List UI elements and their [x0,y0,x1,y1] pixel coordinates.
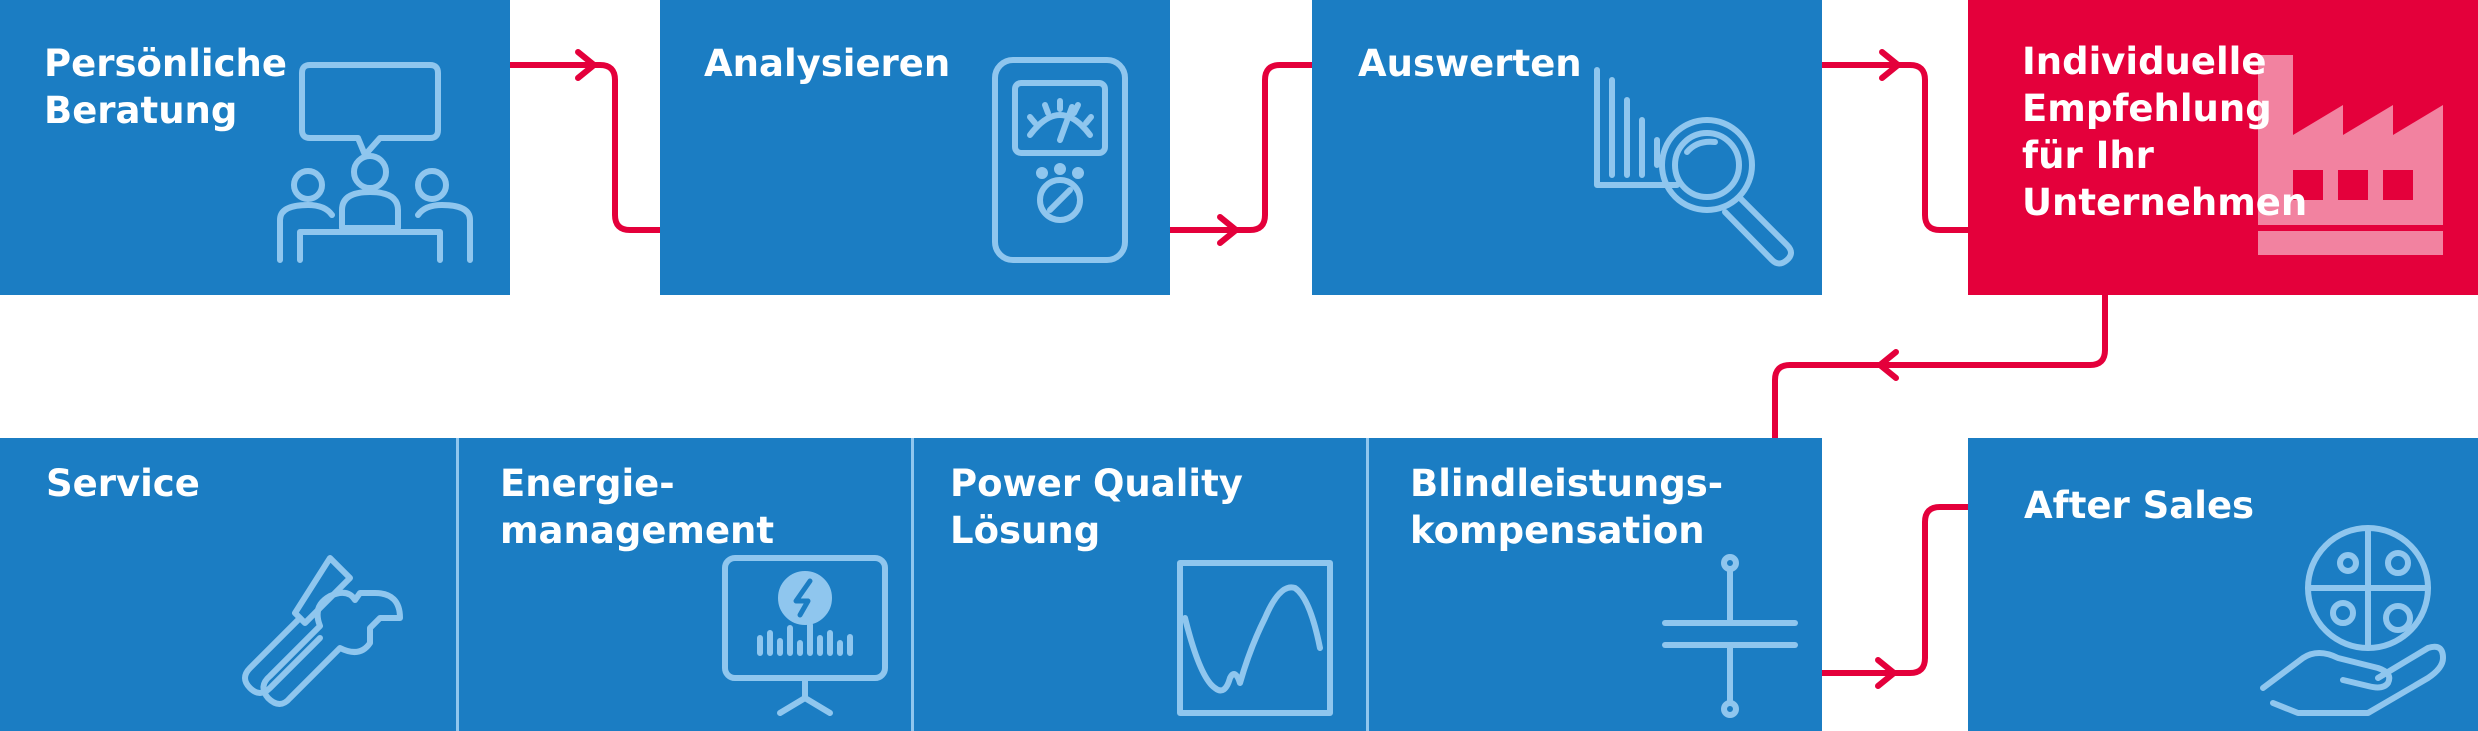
arrowhead-2 [1217,214,1239,246]
divider [1366,438,1369,731]
hand-puzzle-icon [2258,518,2448,718]
step-after-sales: After Sales [1968,438,2478,731]
tools-icon [230,548,410,718]
solution-label-blindleistung: Blindleistungs- kompensation [1410,462,1724,552]
connector-analysieren-auswerten [1167,62,1321,233]
arrowhead-3 [1879,49,1901,81]
divider [456,438,459,731]
arrowhead-4 [1877,349,1899,381]
solution-label-power-quality: Power Quality Lösung [950,462,1243,552]
consultation-meeting-icon [270,60,480,270]
waveform-icon [1175,558,1335,718]
step-label: Analysieren [704,42,951,85]
step-label: Persönliche Beratung [44,42,287,132]
step-analysieren: Analysieren [660,0,1170,295]
arrowhead-5 [1875,657,1897,689]
capacitor-icon [1660,553,1800,723]
divider [911,438,914,731]
measurement-device-icon [990,55,1130,265]
step-persoenliche-beratung: Persönliche Beratung [0,0,510,295]
factory-icon [2253,55,2458,265]
connector-empfehlung-solutions [1772,292,2108,441]
connector-auswerten-empfehlung [1819,62,1973,233]
solution-label-energiemanagement: Energie- management [500,462,775,552]
step-individuelle-empfehlung: Individuelle Empfehlung für Ihr Unterneh… [1968,0,2478,295]
step-label: Auswerten [1358,42,1582,85]
solutions-group: Service Energie- management Power Qualit… [0,438,1822,731]
solution-label-service: Service [46,462,200,505]
arrowhead-1 [575,49,597,81]
connector-solutions-aftersales [1819,504,1973,676]
step-auswerten: Auswerten [1312,0,1822,295]
connector-beratung-analysieren [507,62,668,233]
step-label: Individuelle Empfehlung für Ihr Unterneh… [2022,40,2308,224]
analysis-magnifier-icon [1587,60,1807,270]
energy-monitor-icon [720,553,890,723]
step-label: After Sales [2024,484,2255,527]
